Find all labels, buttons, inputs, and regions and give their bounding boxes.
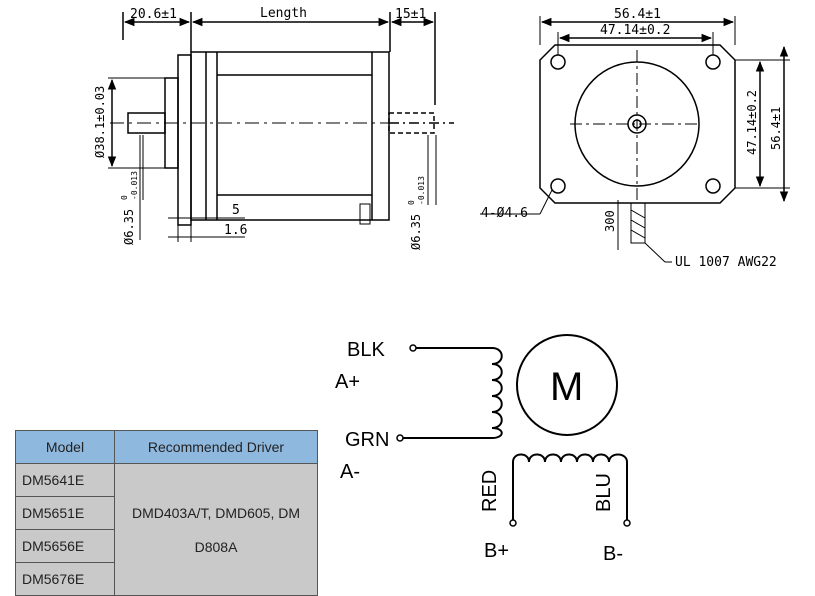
dim-rear: 15±1	[395, 7, 426, 22]
phase-a-minus: A-	[340, 461, 360, 483]
dim-width-outer: 56.4±1	[614, 7, 661, 22]
driver-cell: DMD403A/T, DMD605, DM D808A	[114, 463, 318, 596]
header-model: Model	[15, 430, 115, 464]
dim-rear-shaft-diameter: Ø6.35	[409, 214, 423, 250]
wire-blk: BLK	[347, 339, 385, 361]
front-view	[480, 16, 790, 263]
wiring-labels: M BLK A+ GRN A- RED BLU B+ B-	[335, 339, 623, 565]
table-row: DM5676E	[15, 562, 318, 596]
model-cell: DM5651E	[15, 496, 115, 530]
header-driver: Recommended Driver	[114, 430, 318, 464]
cable-spec: UL 1007 AWG22	[675, 255, 777, 270]
holes-label: 4-Ø4.6	[481, 206, 528, 221]
dim-boss-diameter: Ø38.1±0.03	[93, 86, 107, 158]
phase-b-plus: B+	[484, 540, 509, 562]
motor-label: M	[550, 365, 583, 409]
wire-blu: BLU	[593, 473, 615, 512]
wiring-diagram	[396, 334, 631, 527]
front-view-labels: 56.4±1 47.14±0.2 47.14±0.2 56.4±1 4-Ø4.6…	[481, 7, 783, 270]
dim-height-holes: 47.14±0.2	[745, 90, 759, 155]
phase-b-minus: B-	[603, 543, 623, 565]
dim-length: Length	[260, 6, 307, 21]
driver-table: Model Recommended Driver DM5641E DMD403A…	[15, 430, 318, 596]
wire-red: RED	[479, 470, 501, 512]
dim-1-6: 1.6	[224, 223, 247, 238]
model-cell: DM5676E	[15, 562, 115, 596]
dim-flange: 20.6±1	[130, 7, 177, 22]
dim-rear-shaft-tolerance: 0	[407, 200, 416, 205]
wire-grn: GRN	[345, 429, 389, 451]
side-view-labels: 20.6±1 Length 15±1 Ø38.1±0.03 Ø6.35 0 -0…	[93, 6, 426, 250]
dim-width-holes: 47.14±0.2	[600, 23, 670, 38]
lead-length: 300	[603, 210, 617, 232]
table-header-row: Model Recommended Driver	[15, 430, 318, 464]
table-row: DM5641E DMD403A/T, DMD605, DM D808A	[15, 463, 318, 596]
dim-height-outer: 56.4±1	[769, 107, 783, 150]
dim-shaft-diameter: Ø6.35	[122, 209, 136, 245]
dim-rear-shaft-tolerance-low: -0.013	[417, 176, 426, 205]
table-row: DM5651E	[15, 496, 318, 530]
phase-a-plus: A+	[335, 371, 360, 393]
dim-shaft-tolerance-low: -0.013	[130, 171, 139, 200]
model-cell: DM5656E	[15, 529, 115, 563]
side-view	[107, 12, 454, 242]
model-cell: DM5641E	[15, 463, 115, 497]
dim-5: 5	[232, 203, 240, 218]
dim-shaft-tolerance: 0	[120, 195, 129, 200]
